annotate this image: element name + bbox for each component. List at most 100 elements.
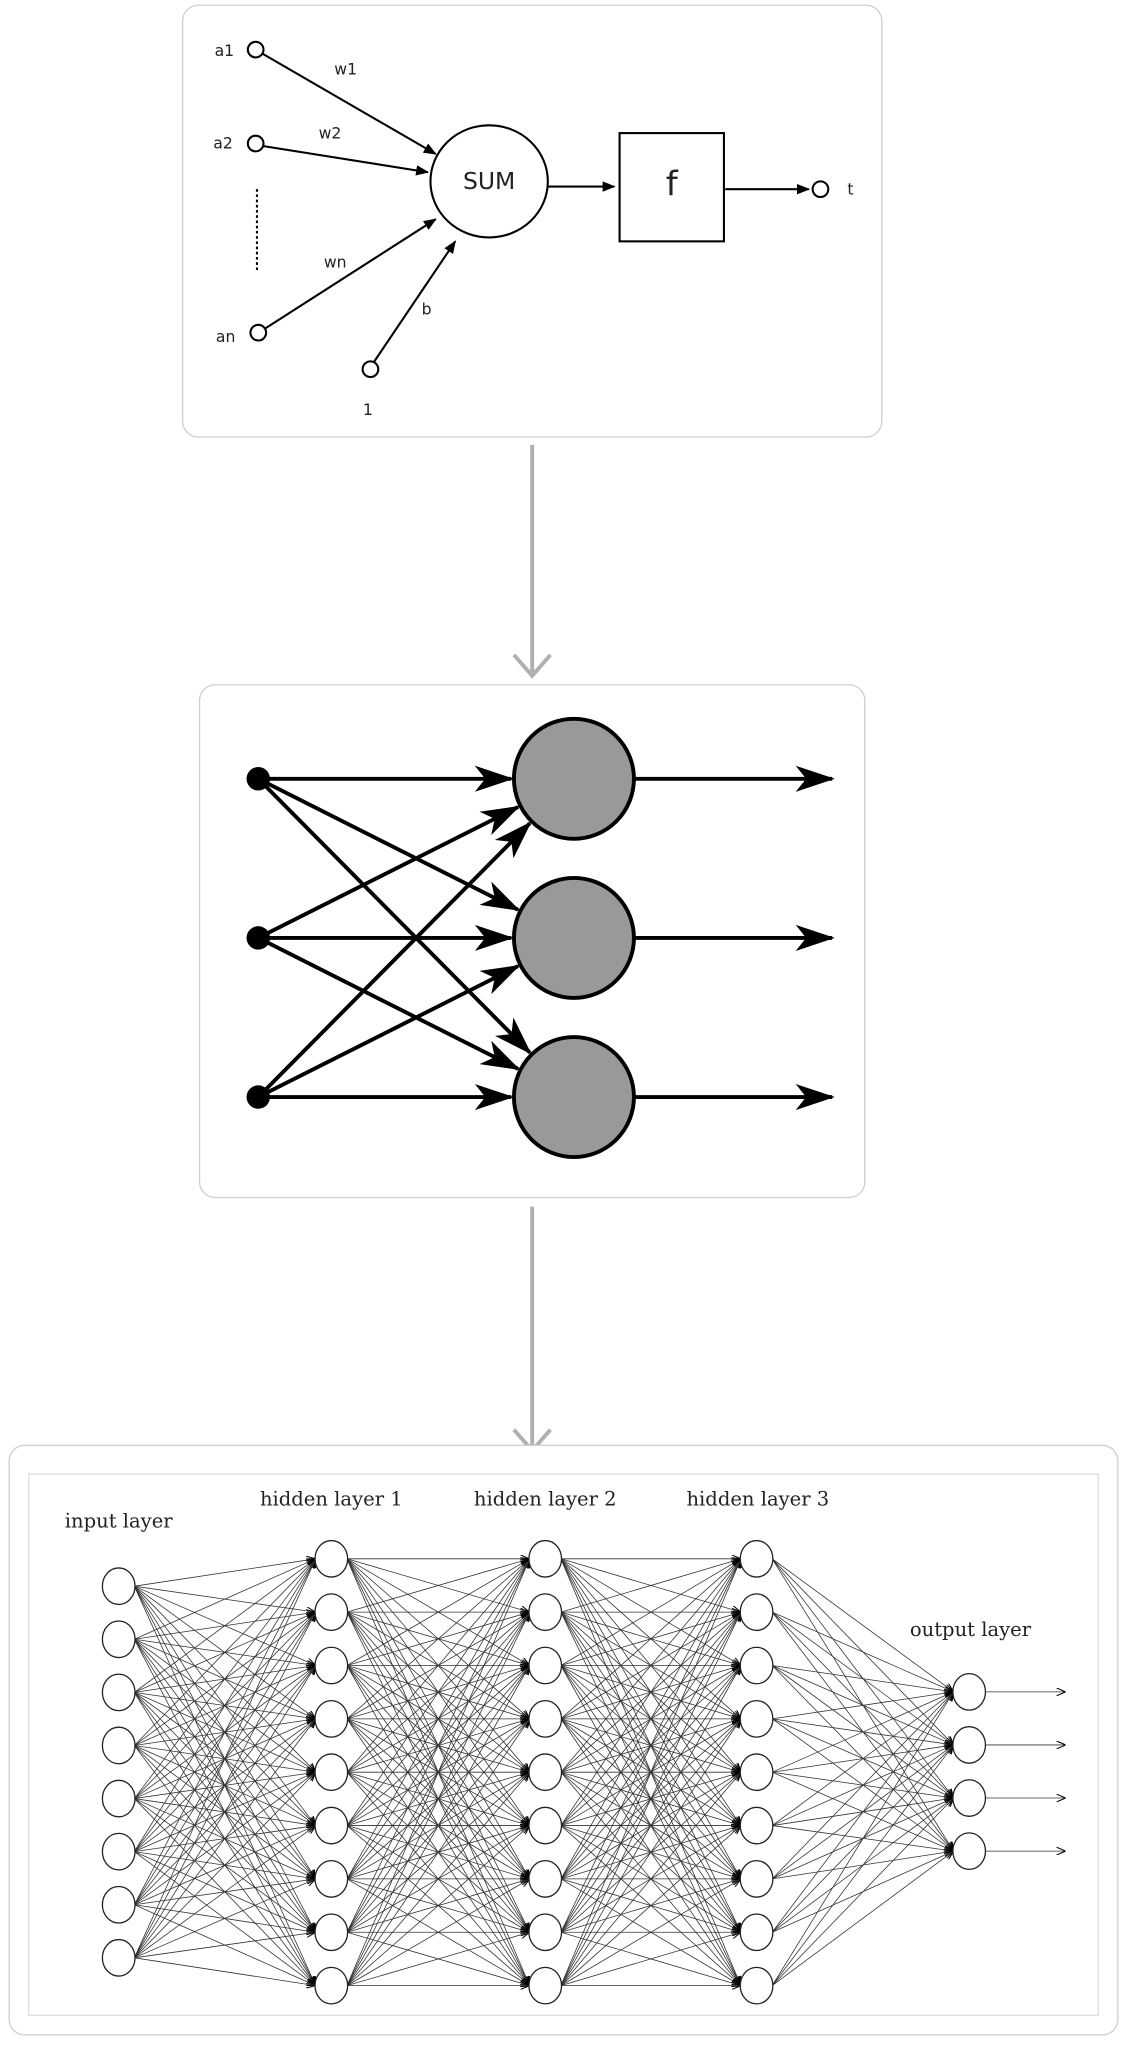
- connection-edge: [771, 1692, 953, 1826]
- connection-edge: [346, 1559, 530, 1613]
- neuron-node: [511, 716, 636, 841]
- layer-3-node: [739, 1646, 774, 1685]
- label-w2: w2: [319, 123, 342, 142]
- connection-edge: [771, 1692, 953, 1986]
- label-output-layer: output layer: [910, 1618, 1032, 1641]
- layer-4-node: [952, 1832, 987, 1871]
- connection-edge: [346, 1879, 530, 1986]
- layer-0-node: [101, 1673, 136, 1712]
- layer-3-node: [739, 1859, 774, 1898]
- sum-node: [429, 124, 549, 239]
- connection-edge: [346, 1559, 530, 1720]
- layer-1-node: [314, 1593, 349, 1632]
- label-input-layer: input layer: [65, 1509, 174, 1532]
- layer-2-node: [528, 1966, 563, 2005]
- label-hidden-layer-3: hidden layer 3: [686, 1487, 829, 1510]
- layer-3-node: [739, 1699, 774, 1738]
- connection-edge: [134, 1559, 315, 1799]
- layer-0-node: [101, 1938, 136, 1977]
- layer-2-node: [528, 1859, 563, 1898]
- connection-edge: [346, 1559, 530, 1986]
- connection-edge: [346, 1559, 530, 1826]
- neuron-node: [511, 1035, 636, 1160]
- connection-edge: [134, 1559, 315, 1852]
- neuron-node: [511, 875, 636, 1000]
- label-a1: a1: [215, 41, 235, 60]
- connection-edge: [560, 1559, 741, 1933]
- input-node: [246, 767, 271, 791]
- connection-edge: [772, 1611, 953, 1692]
- layer-3-node: [739, 1913, 774, 1952]
- layer-3-node: [739, 1593, 774, 1632]
- connection-edge: [560, 1559, 741, 1986]
- input-node: [246, 926, 271, 950]
- connection-edge: [134, 1559, 315, 1640]
- connector-arrow-1: [512, 444, 552, 679]
- layer-3-node: [739, 1539, 774, 1578]
- label-hidden-layer-1: hidden layer 1: [260, 1487, 403, 1510]
- layer-0-node: [101, 1885, 136, 1924]
- layer-0-node: [101, 1779, 136, 1818]
- deep-network-panel: input layer hidden layer 1 hidden layer …: [8, 1444, 1119, 2036]
- connection-edge: [346, 1932, 530, 1986]
- layer-1-node: [314, 1806, 349, 1845]
- layer-1-node: [314, 1753, 349, 1792]
- connection-edge: [256, 777, 532, 1055]
- connection-edge: [346, 1719, 530, 1986]
- connection-edge: [771, 1692, 953, 1933]
- connection-edge: [134, 1559, 315, 1587]
- connection-edge: [257, 936, 521, 1071]
- connection-edge: [560, 1559, 741, 1613]
- layer-2-node: [528, 1593, 563, 1632]
- label-wn: wn: [324, 252, 347, 271]
- connector-arrow-2: [512, 1206, 552, 1454]
- label-a2: a2: [213, 134, 233, 153]
- label-sum: SUM: [463, 167, 515, 195]
- layer-3-node: [739, 1966, 774, 2005]
- connection-edge: [560, 1772, 741, 1986]
- connection-edge: [134, 1932, 315, 1959]
- connection-edge: [134, 1559, 315, 1905]
- connection-edge: [346, 1559, 530, 1933]
- connection-edge: [346, 1559, 530, 1880]
- connection-edge: [771, 1851, 953, 1986]
- connection-edge: [134, 1719, 315, 1959]
- connection-edge: [134, 1612, 315, 1959]
- connection-edge: [134, 1559, 315, 1693]
- label-output: t: [847, 179, 853, 198]
- layer-4-node: [952, 1672, 987, 1711]
- activation-box: [618, 132, 725, 243]
- layer-1-node: [314, 1699, 349, 1738]
- layer-1-node: [314, 1859, 349, 1898]
- label-activation: f: [666, 165, 679, 204]
- connection-edge: [346, 1559, 530, 1773]
- connection-edge: [346, 1772, 530, 1986]
- connection-edge: [772, 1692, 953, 1720]
- perceptron-panel: a1 a2 an w1 w2 wn b 1 SUM f t: [181, 4, 883, 438]
- connection-edge: [560, 1826, 741, 1986]
- label-hidden-layer-2: hidden layer 2: [474, 1487, 617, 1510]
- connection-edge: [133, 1559, 315, 1958]
- label-b: b: [422, 299, 432, 318]
- connection-edge: [134, 1957, 315, 1986]
- layer-4-node: [952, 1779, 987, 1817]
- connection-edge: [346, 1559, 530, 1666]
- layer-2-node: [528, 1539, 563, 1578]
- single-layer-panel: [198, 684, 866, 1199]
- layer-2-node: [528, 1646, 563, 1685]
- label-w1: w1: [334, 59, 357, 78]
- connection-edge: [772, 1665, 953, 1692]
- layer-1-node: [314, 1913, 349, 1952]
- connection-edge: [346, 1826, 530, 1986]
- connection-edge: [560, 1559, 741, 1826]
- label-bias-input: 1: [363, 400, 373, 419]
- label-an: an: [216, 327, 236, 346]
- connection-edge: [560, 1932, 741, 1986]
- connection-edge: [560, 1559, 741, 1773]
- layer-2-node: [528, 1753, 563, 1792]
- layer-1-node: [314, 1966, 349, 2005]
- layer-2-node: [528, 1699, 563, 1738]
- connection-edge: [560, 1879, 741, 1986]
- layer-0-node: [101, 1832, 136, 1871]
